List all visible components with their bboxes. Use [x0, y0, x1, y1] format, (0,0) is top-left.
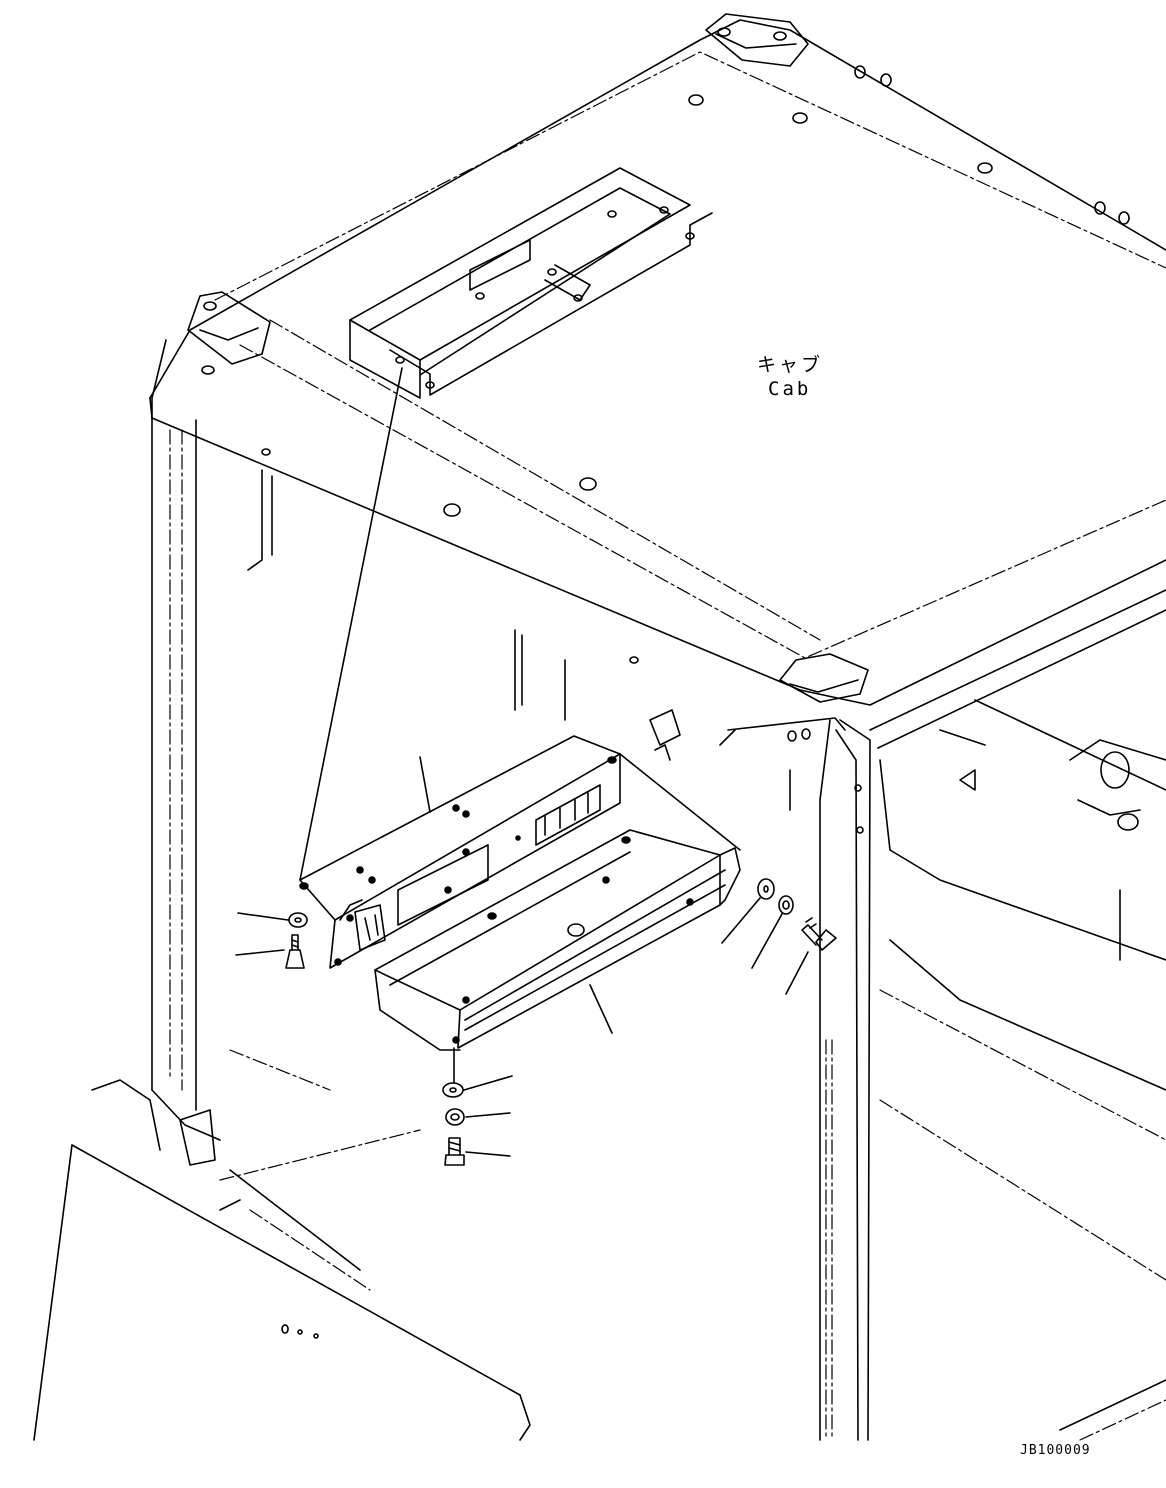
bolt-right	[801, 917, 837, 951]
washer-right	[757, 878, 775, 900]
roof-corner-pad-front-left	[187, 291, 271, 365]
drawing-number: JB100009	[1020, 1443, 1091, 1458]
spring-washer-lower	[445, 1108, 465, 1126]
floor-cover-panel	[33, 1049, 531, 1441]
mounting-plate	[299, 735, 621, 969]
leader-lines	[235, 367, 809, 1157]
cab-roof	[149, 19, 1166, 706]
spring-washer-right	[778, 895, 794, 915]
cab-label-english: Cab	[768, 378, 812, 400]
roof-corner-pad-rear	[705, 13, 809, 67]
bolt-upper-left	[285, 934, 305, 969]
cab-side-frame-right	[869, 589, 1166, 1441]
roof-bolt-bosses	[201, 65, 1130, 664]
cab-pillar-middle	[247, 469, 791, 811]
roof-rail-bracket	[349, 167, 713, 399]
cab-pillar-front-left	[151, 339, 221, 1141]
washer-upper-left	[288, 912, 308, 928]
tray	[374, 829, 741, 1051]
bolt-lower	[444, 1137, 465, 1166]
washer-lower	[442, 1082, 464, 1098]
cab-pillar-front-right	[819, 719, 871, 1441]
pillar-top-bracket	[649, 709, 846, 761]
cab-label-japanese: キャブ	[757, 354, 824, 376]
roof-corner-pad-front-right	[779, 653, 869, 703]
